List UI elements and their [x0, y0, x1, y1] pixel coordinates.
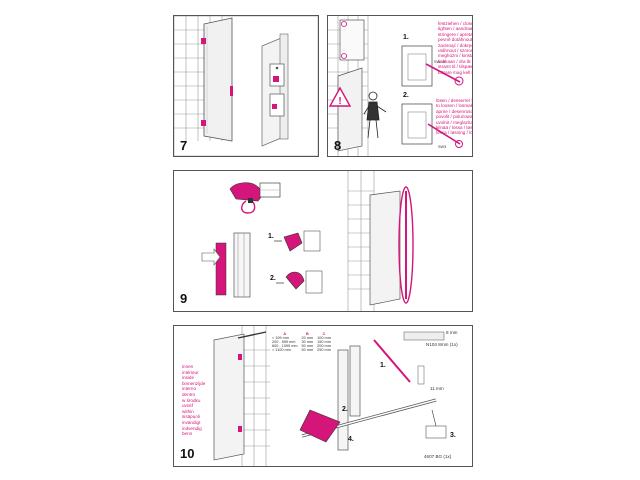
- connector-clamp: [299, 409, 341, 443]
- sw-bottom-label: SW3: [438, 145, 446, 149]
- table-cell: 50 mm: [301, 348, 314, 352]
- table-cell: 150 mm: [317, 340, 331, 344]
- svg-text:!: !: [338, 96, 341, 107]
- table-cell: 250 mm: [317, 348, 331, 352]
- dimension-table: A B C < 199 mm 20 mm 100 mm 200 - 599 mm…: [270, 332, 333, 352]
- table-header-row: A B C: [270, 332, 333, 336]
- seal-variant-1: [274, 230, 321, 252]
- step-8-illustration: ! SW2.5 SW3: [328, 16, 464, 156]
- hinge-zoom-1: [401, 45, 433, 87]
- column-a-header: A: [283, 332, 287, 336]
- door-handle: [230, 86, 233, 96]
- installer-figure: [363, 91, 387, 139]
- table-row: < 199 mm 20 mm 100 mm: [270, 336, 333, 340]
- anchor-part-label: N104 8mm (1x): [426, 342, 458, 347]
- profile-assembly: [337, 331, 445, 451]
- step-7-panel: 7: [173, 15, 319, 157]
- table-cell: 20 mm: [301, 336, 314, 340]
- hinge-zoom-2: [401, 103, 433, 145]
- seal-highlight: [398, 186, 414, 304]
- table-cell: < 199 mm: [272, 336, 289, 340]
- step-9-illustration: [201, 171, 414, 311]
- table-cell: 200 mm: [317, 344, 331, 348]
- sub-step-4-label: 4.: [348, 436, 354, 443]
- table-cell: 50 mm: [301, 344, 314, 348]
- table-row: 600 - 1099 mm 50 mm 200 mm: [270, 344, 333, 348]
- tighten-instructions: festziehen / close tighten / aandraaien …: [438, 21, 473, 75]
- step-number-9: 9: [180, 291, 188, 306]
- hinge-detail: [261, 33, 289, 147]
- hinge-frame-top: [339, 19, 365, 61]
- dimension-label: 11 mm: [430, 386, 444, 391]
- drill-size-label: 8 mm: [446, 330, 458, 335]
- hinge-bottom: [201, 120, 206, 126]
- hinge-top: [201, 38, 206, 44]
- glass-door: [203, 17, 233, 142]
- sub-step-1-label: 1.: [403, 34, 409, 41]
- inside-labels: innen intérieur inside binnenzijde inter…: [182, 364, 206, 437]
- allen-key-1: [425, 63, 461, 83]
- loosen-instructions: lösen / desserrer la vis to loosen / los…: [436, 98, 473, 136]
- warning-triangle-icon: !: [328, 86, 352, 107]
- step-8-panel: ! SW2.5 SW3 1. 2. festziehen / close tig…: [327, 15, 473, 157]
- table-row: 200 - 599 mm 30 mm 150 mm: [270, 340, 333, 344]
- table-row: > 1100 mm 50 mm 250 mm: [270, 348, 333, 352]
- wall-bracket: [425, 425, 447, 439]
- sub-step-2-label: 2.: [342, 406, 348, 413]
- step-number-8: 8: [334, 138, 342, 153]
- allen-key-2: [427, 123, 461, 145]
- step-10-illustration: [213, 326, 447, 466]
- drill-bit: [373, 339, 411, 383]
- column-c-header: C: [322, 332, 326, 336]
- seal-variant-2: [276, 270, 323, 294]
- table-cell: > 1100 mm: [272, 348, 291, 352]
- glass-door: [337, 67, 363, 152]
- bracket-part-label: 4607 BG (1x): [424, 454, 452, 459]
- step-number-10: 10: [180, 446, 195, 461]
- push-arrow-icon: [201, 248, 221, 266]
- installed-door: [369, 190, 401, 306]
- sub-step-1-label: 1.: [380, 362, 386, 369]
- wall-anchor: [403, 331, 445, 341]
- sub-step-3-label: 3.: [450, 432, 456, 439]
- sub-step-2-label: 2.: [403, 92, 409, 99]
- tiled-wall: [174, 16, 318, 156]
- column-b-header: B: [305, 332, 309, 336]
- glass-door: [213, 333, 245, 461]
- seal-profile: [229, 182, 281, 214]
- stabilizer-bar: [237, 331, 267, 339]
- sub-step-1-label: 1.: [268, 233, 274, 240]
- sw-top-label: SW2.5: [434, 60, 445, 64]
- step-7-illustration: [174, 16, 318, 156]
- step-9-panel: 1. 2. 9: [173, 170, 473, 312]
- table-cell: 200 - 599 mm: [272, 340, 296, 344]
- table-cell: 100 mm: [317, 336, 331, 340]
- sub-step-2-label: 2.: [270, 275, 276, 282]
- table-cell: 600 - 1099 mm: [272, 344, 298, 348]
- seal-strip: [201, 232, 251, 298]
- step-number-7: 7: [180, 138, 188, 153]
- step-10-panel: 10 innen intérieur inside binnenzijde in…: [173, 325, 473, 467]
- table-cell: 30 mm: [301, 340, 314, 344]
